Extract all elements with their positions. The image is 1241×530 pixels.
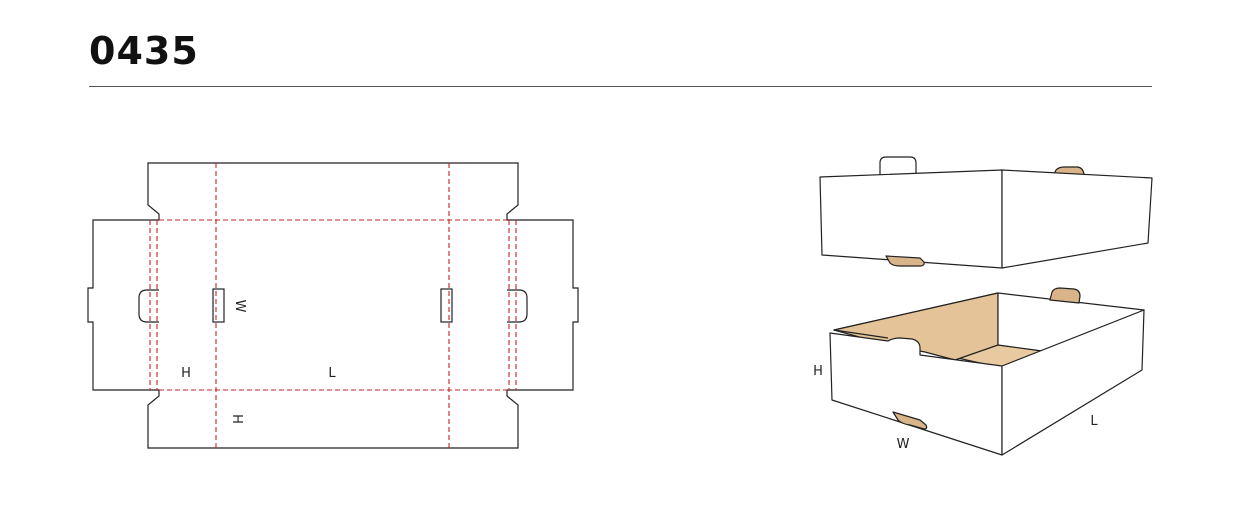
dieline-label-h-side: H (181, 366, 191, 381)
flat-dieline: W H L H (87, 162, 579, 449)
left-end-notch (138, 289, 159, 323)
dieline-label-l: L (328, 366, 336, 381)
tray-end-wall (1001, 309, 1145, 456)
lid-front-face (819, 169, 1003, 269)
tray-right-tab (1049, 287, 1081, 304)
title-divider (89, 86, 1152, 87)
dieline-label-h-bottom: H (229, 414, 244, 424)
lid-bottom-tab (885, 255, 925, 267)
right-slot (440, 288, 453, 323)
tray-bottom-tab (892, 411, 928, 430)
box-lid (819, 156, 1153, 269)
box-tray (829, 287, 1145, 456)
crease-lines (149, 163, 517, 448)
tray-front-wall (829, 332, 1003, 456)
left-slot (212, 288, 225, 323)
dieline-outline (87, 162, 579, 449)
tray-front-wall-lip (833, 329, 889, 339)
right-end-notch (507, 289, 528, 323)
box-label-w: W (897, 437, 910, 452)
lid-back-flap (879, 156, 917, 175)
box-label-h: H (813, 364, 823, 379)
lid-end-face (1001, 169, 1153, 269)
box-label-l: L (1090, 414, 1098, 429)
dieline-label-w: W (232, 300, 247, 313)
page-title: 0435 (89, 29, 199, 73)
